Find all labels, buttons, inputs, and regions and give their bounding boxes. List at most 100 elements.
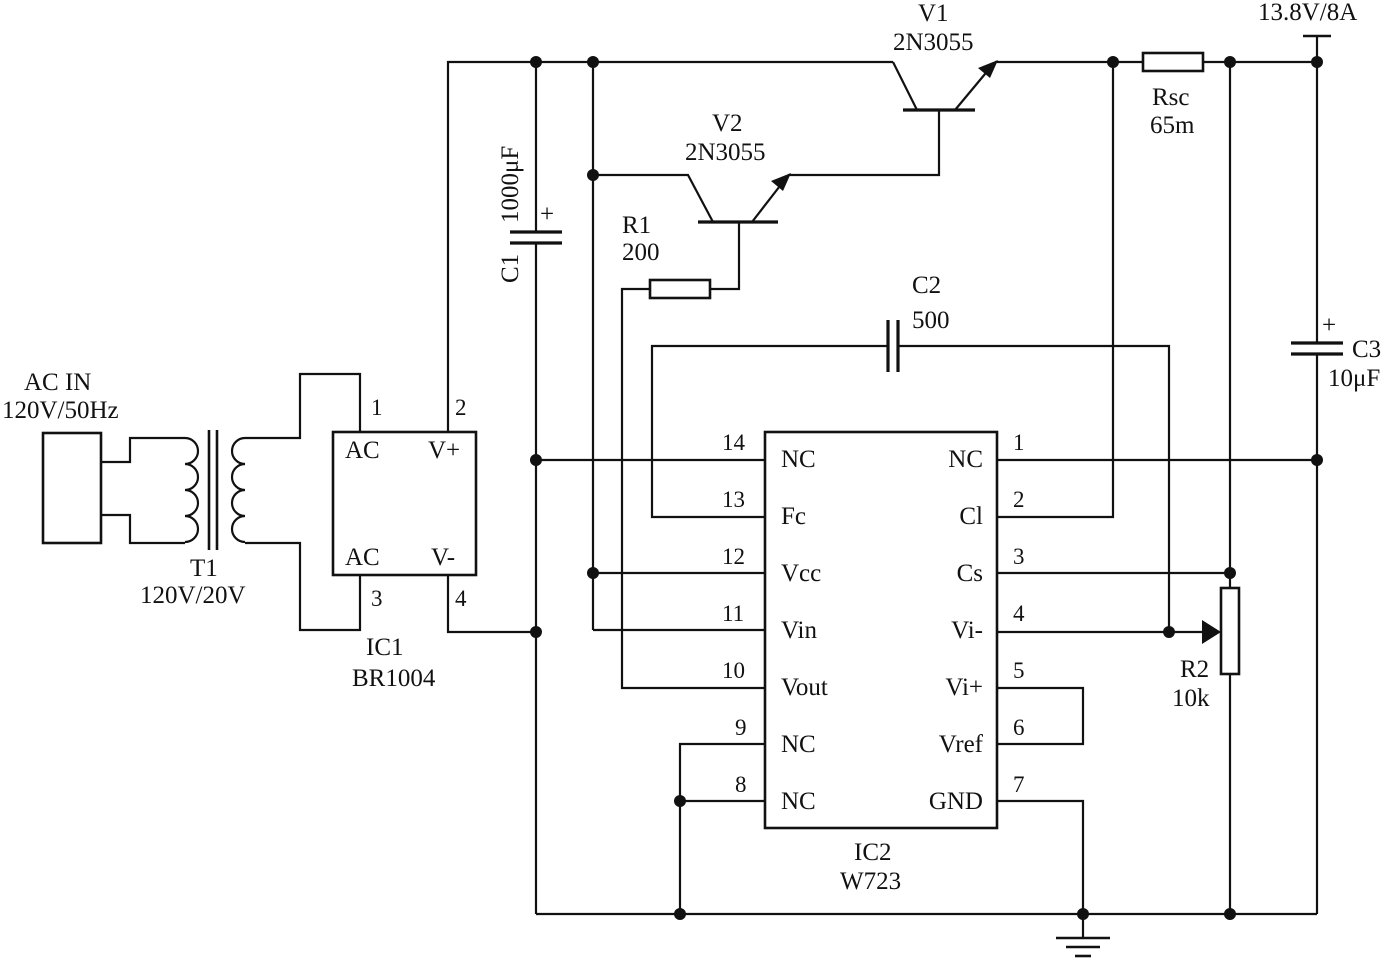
c1-polarity: + [540,201,554,228]
v1-emitter [954,67,991,111]
ic2-pin5-label: Vi+ [945,674,983,701]
secondary-wire-bottom [245,541,362,632]
c1-value: 1000μF [497,146,524,223]
c1-designator: C1 [497,254,524,283]
ac-wire-bottom [101,513,185,545]
v1-base-wire [788,110,941,177]
ac-input: AC IN 120V/50Hz [2,369,185,545]
wire-pin9 [678,742,765,914]
ic2-pin10-label: Vout [781,674,828,701]
r1-value: 200 [622,239,660,266]
ic2-pin8-number: 8 [735,772,747,797]
ic2-pin6-label: Vref [939,731,984,758]
r1-vout-wire [620,287,765,690]
v2-part: 2N3055 [685,139,766,166]
ac-input-rating: 120V/50Hz [2,397,119,424]
ic2-pin12-number: 12 [722,544,745,569]
ic2-pin13-label: Fc [781,503,806,530]
rsc-value: 65m [1150,112,1195,139]
wire-vplus [446,60,536,432]
junction-dot [1107,56,1119,68]
r1-designator: R1 [622,212,651,239]
r2-wiper-arrow [1202,620,1221,644]
c3-designator: C3 [1352,336,1381,363]
ac-wire-top [101,436,185,464]
resistor-rsc: Rsc 65m [997,51,1317,519]
ic1-designator: IC1 [366,634,404,661]
ic2-pin2-number: 2 [1013,487,1025,512]
potentiometer-r2: R2 10k [997,62,1241,914]
wire-pin5-pin6 [997,686,1085,746]
ic2-pin11-number: 11 [722,601,744,626]
capacitor-c2: C2 500 [650,272,1171,632]
ic1-pin3-label: AC [345,544,380,571]
ic2-designator: IC2 [854,839,892,866]
c2-left-wire [650,344,888,519]
ac-input-label: AC IN [24,369,91,396]
wire-vminus [446,575,536,634]
transformer-rating: 120V/20V [140,582,246,609]
ic2-pin1-number: 1 [1013,430,1025,455]
junction-dot [674,908,686,920]
transformer-t1: T1 120V/20V [140,372,362,632]
output-label: 13.8V/8A [1258,0,1357,26]
ic2-pin4-number: 4 [1013,601,1025,626]
ic2-pin3-label: Cs [957,560,983,587]
secondary-wire-top [245,372,362,440]
junction-dot [587,56,599,68]
c3-value: 10μF [1328,365,1380,392]
c2-designator: C2 [912,272,941,299]
ic2-pin13-number: 13 [722,487,745,512]
capacitor-c3: + C3 10μF [1291,312,1381,914]
ic1-pin2-number: 2 [455,395,467,420]
c2-value: 500 [912,307,950,334]
rsc-body [1141,51,1205,73]
ic2-pin3-number: 3 [1013,544,1025,569]
transformer-designator: T1 [190,555,218,582]
ic2-pin14-label: NC [781,446,816,473]
ic1-body [331,430,478,577]
ic2-pin9-label: NC [781,731,816,758]
junction-dot [1224,56,1236,68]
ic1-pin3-number: 3 [371,586,383,611]
v2-base-wire [710,222,741,291]
ic2-pin11-label: Vin [781,617,817,644]
ic2-pin5-number: 5 [1013,658,1025,683]
r1-body [648,278,712,300]
transistor-v2: V2 2N3055 [593,110,791,291]
v2-emitter-arrow [771,173,791,191]
ic2-pin4-label: Vi- [951,617,983,644]
v2-designator: V2 [712,110,743,137]
r2-designator: R2 [1180,656,1209,683]
junction-dot [674,795,686,807]
junction-dot [587,567,599,579]
ic1-part: BR1004 [352,665,436,692]
junction-dot [587,169,599,181]
ac-plug [41,431,103,545]
ground-symbol [1056,936,1110,958]
output-terminal: 13.8V/8A [1258,0,1357,343]
ic2-part: W723 [840,868,901,895]
r2-body [1219,586,1241,676]
junction-dot [530,56,542,68]
ic1-pin4-number: 4 [455,586,467,611]
v1-designator: V1 [918,0,949,27]
ic2-pin9-number: 9 [735,715,747,740]
v1-emitter-arrow [978,60,998,78]
ic1-pin4-label: V- [431,544,455,571]
c2-right-wire [898,344,1171,632]
ic2-pin14-number: 14 [722,430,746,455]
primary-coil [184,436,200,544]
ic2-pin10-number: 10 [722,658,745,683]
ic2-pin12-label: Vcc [781,560,821,587]
ic1-pin2-label: V+ [428,437,460,464]
junction-dot [1163,626,1175,638]
rails [534,60,1317,916]
ic1-pin1-label: AC [345,437,380,464]
ic2-pin1-label: NC [948,446,983,473]
resistor-r1: R1 200 [620,212,765,690]
capacitor-c1: + C1 1000μF [497,146,562,283]
junction-dot [1224,908,1236,920]
v1-part: 2N3055 [893,29,974,56]
ic1-pin1-number: 1 [371,395,383,420]
